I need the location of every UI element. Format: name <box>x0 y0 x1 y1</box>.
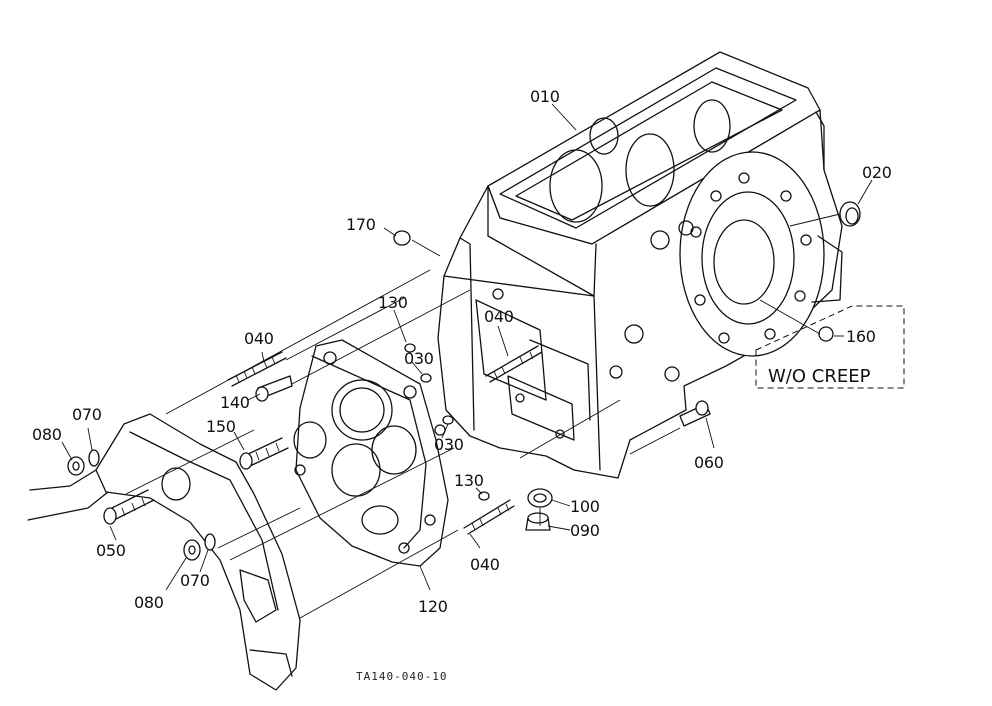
callout-030-upper: 030 <box>404 349 434 368</box>
callout-150: 150 <box>206 417 236 436</box>
callout-040-lower: 040 <box>470 555 500 574</box>
drawing-code: TA140-040-10 <box>356 670 447 683</box>
callout-080-lower: 080 <box>134 593 164 612</box>
fasteners <box>67 201 861 561</box>
leader-lines <box>61 103 873 591</box>
callout-030-lower: 030 <box>434 435 464 454</box>
callout-160: 160 <box>846 327 876 346</box>
callout-170: 170 <box>346 215 376 234</box>
callout-060: 060 <box>694 453 724 472</box>
note-box-text: W/O CREEP <box>768 366 871 387</box>
callout-020: 020 <box>862 163 892 182</box>
callout-labels: 010 020 170 160 130 040 040 030 030 140 … <box>32 87 892 616</box>
left-housing <box>27 413 301 691</box>
callout-050: 050 <box>96 541 126 560</box>
callout-100: 100 <box>570 497 600 516</box>
callout-090: 090 <box>570 521 600 540</box>
callout-130-lower: 130 <box>454 471 484 490</box>
wo-creep-note: W/O CREEP <box>755 305 905 389</box>
callout-120: 120 <box>418 597 448 616</box>
callout-070-upper: 070 <box>72 405 102 424</box>
callout-040-center: 040 <box>484 307 514 326</box>
callout-130-upper: 130 <box>378 293 408 312</box>
front-cover-plate <box>293 339 449 567</box>
callout-080-upper: 080 <box>32 425 62 444</box>
callout-040-left: 040 <box>244 329 274 348</box>
callout-070-lower: 070 <box>180 571 210 590</box>
assembly-lines <box>125 213 841 619</box>
callout-140: 140 <box>220 393 250 412</box>
callout-010: 010 <box>530 87 560 106</box>
transmission-case <box>437 51 843 479</box>
